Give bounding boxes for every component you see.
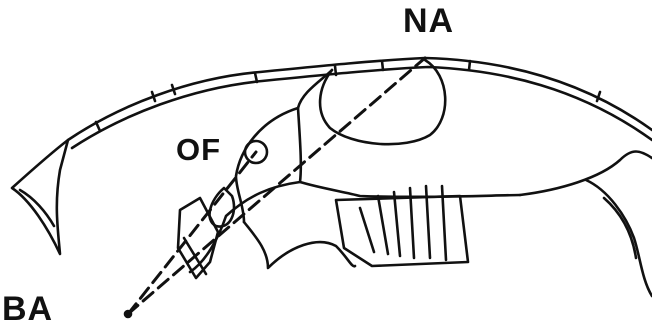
label-na: NA: [403, 4, 454, 38]
mandible: [244, 222, 355, 268]
teeth-block: [336, 196, 468, 266]
occipital-region: [12, 140, 68, 254]
cranial-vault-inner: [72, 67, 652, 148]
posterior-jaw: [520, 152, 652, 196]
posterior-jaw-inner: [586, 180, 652, 296]
label-ba: BA: [2, 292, 53, 326]
label-of: OF: [176, 134, 221, 165]
ba-point: [125, 311, 131, 317]
occipital-ridge: [20, 190, 54, 226]
